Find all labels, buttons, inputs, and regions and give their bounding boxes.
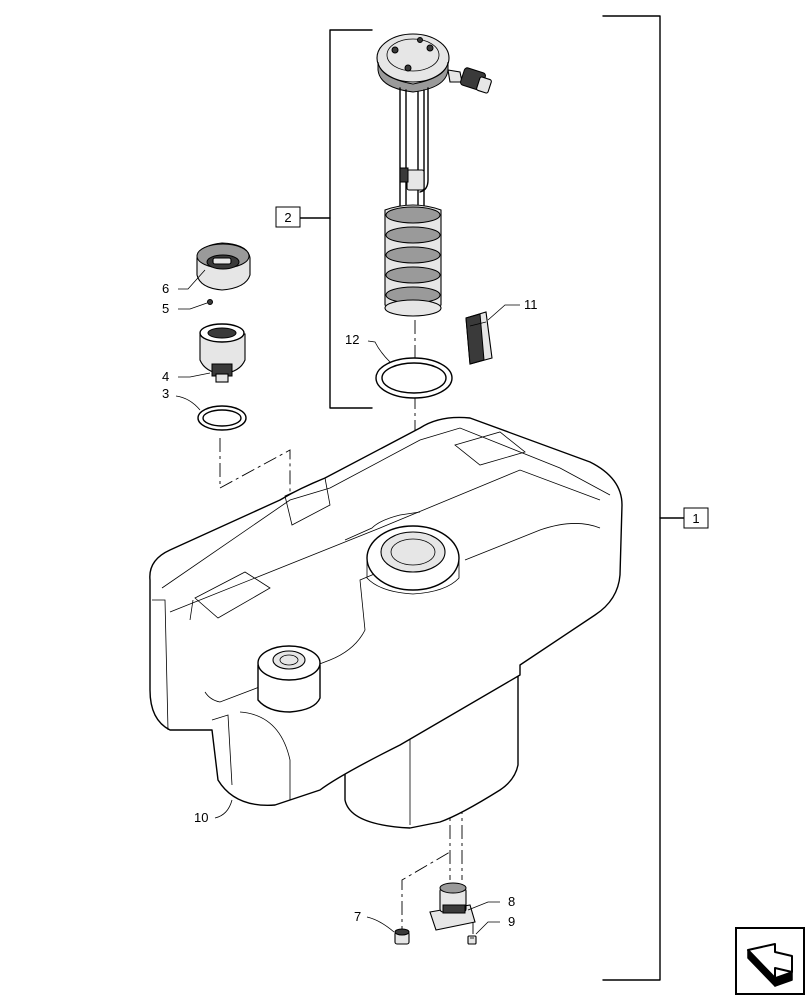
callout-8: 8	[508, 894, 515, 909]
screw-9	[467, 935, 477, 945]
callout-7: 7	[354, 909, 361, 924]
filler-cap-6	[196, 242, 251, 291]
assembly-bracket-1	[602, 15, 685, 981]
tank	[149, 416, 623, 829]
screw-5	[207, 299, 213, 305]
callout-4: 4	[162, 369, 169, 384]
callout-10: 10	[194, 810, 208, 825]
filler-adaptor-4	[199, 323, 246, 383]
callout-1: 1	[683, 507, 709, 529]
callout-9: 9	[508, 914, 515, 929]
seal-ring-12	[375, 357, 453, 399]
sender-unit	[376, 33, 492, 317]
callout-3: 3	[162, 386, 169, 401]
callout-12: 12	[345, 332, 359, 347]
o-ring-3	[197, 405, 247, 431]
callout-2: 2	[275, 206, 301, 228]
drain-valve-8	[429, 882, 476, 931]
assembly-bracket-2	[299, 29, 373, 409]
filter-insert-11	[465, 311, 493, 365]
svg-text:1: 1	[692, 511, 699, 526]
callout-5: 5	[162, 301, 169, 316]
callout-6: 6	[162, 281, 169, 296]
plug-7	[394, 928, 410, 945]
arrow-icon[interactable]	[735, 927, 805, 995]
svg-text:2: 2	[284, 210, 291, 225]
callout-11: 11	[524, 297, 538, 312]
leader-lines	[175, 269, 520, 935]
